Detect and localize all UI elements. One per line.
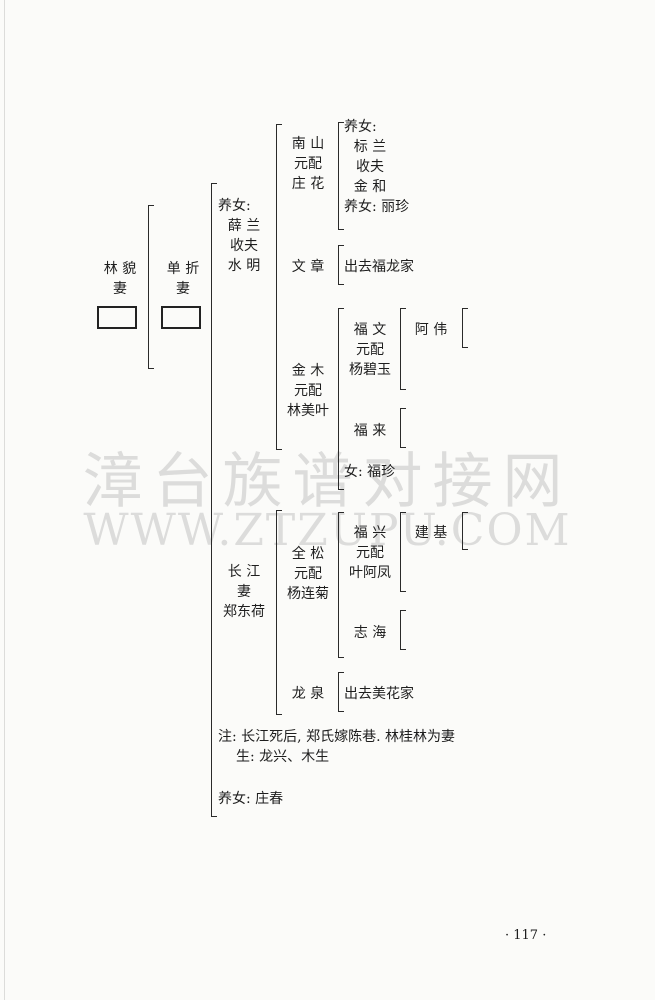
fuwen-line2: 元配 [356, 342, 384, 358]
watermark-url: WWW.ZTZUPU.COM [83, 505, 572, 556]
note-line1: 注: 长江死后, 郑氏嫁陈巷. 林桂林为妻 [218, 729, 455, 745]
page-number: · 117 · [505, 928, 547, 943]
nanshan-children-line2: 标 兰 [353, 139, 387, 155]
bracket-fuxing [400, 512, 406, 592]
bracket-gen3 [211, 183, 217, 817]
nanshan-children-line5: 养女: 丽珍 [344, 199, 410, 215]
longquan-name: 龙 泉 [291, 686, 325, 702]
longquan-note: 出去美花家 [344, 686, 414, 702]
nanshan-line2: 元配 [294, 156, 322, 172]
fuwen-line1: 福 文 [353, 322, 387, 338]
fuwen-line3: 杨碧玉 [349, 362, 391, 378]
wenzhang-name: 文 章 [291, 259, 325, 275]
quansong-line1: 全 松 [291, 546, 325, 562]
scan-edge-shadow [4, 0, 5, 1000]
jianji-name: 建 基 [414, 525, 448, 541]
gen1-name: 林 貌 [103, 261, 137, 277]
bracket-longquan [338, 672, 344, 712]
gen1-name-box [97, 306, 137, 329]
adopted-text: 养女: 庄春 [218, 791, 284, 807]
bracket-fulai [400, 408, 406, 448]
changjiang-line1: 长 江 [227, 564, 261, 580]
changjiang-line3: 郑东荷 [223, 604, 265, 620]
nanshan-line1: 南 山 [291, 136, 325, 152]
branch-a-line3: 收夫 [230, 238, 258, 254]
fulai-name: 福 来 [353, 423, 387, 439]
fuzhen-text: 女: 福珍 [344, 464, 396, 480]
bracket-branch-a [276, 124, 282, 450]
branch-a-line2: 薛 兰 [227, 218, 261, 234]
branch-a-line1: 养女: [218, 198, 251, 214]
bracket-quansong [338, 512, 344, 658]
bracket-fuwen [400, 308, 406, 390]
changjiang-line2: 妻 [237, 584, 251, 600]
jinmu-line1: 金 木 [291, 363, 325, 379]
bracket-nanshan [338, 122, 344, 230]
gen1-spouse: 妻 [113, 281, 127, 297]
gen2-name: 单 折 [166, 261, 200, 277]
nanshan-children-line4: 金 和 [353, 179, 387, 195]
jinmu-line3: 林美叶 [287, 403, 329, 419]
fuxing-line3: 叶阿凤 [349, 565, 391, 581]
bracket-awei [462, 308, 468, 348]
note-line2: 生: 龙兴、木生 [236, 749, 330, 765]
bracket-gen2 [148, 205, 154, 369]
bracket-zhihai [400, 610, 406, 650]
fuxing-line2: 元配 [356, 545, 384, 561]
awei-name: 阿 伟 [414, 322, 448, 338]
bracket-wenzhang [338, 245, 344, 285]
quansong-line3: 杨连菊 [287, 586, 329, 602]
fuxing-line1: 福 兴 [353, 525, 387, 541]
quansong-line2: 元配 [294, 566, 322, 582]
wenzhang-note: 出去福龙家 [344, 259, 414, 275]
branch-a-line4: 水 明 [227, 258, 261, 274]
bracket-changjiang [276, 510, 282, 715]
nanshan-line3: 庄 花 [291, 176, 325, 192]
jinmu-line2: 元配 [294, 383, 322, 399]
bracket-jinmu [338, 308, 344, 490]
zhihai-name: 志 海 [353, 625, 387, 641]
watermark-chinese: 漳台族谱对接网 [82, 447, 573, 517]
gen2-name-box [161, 306, 201, 329]
nanshan-children-line1: 养女: [344, 119, 377, 135]
bracket-jianji [462, 512, 468, 550]
gen2-spouse: 妻 [176, 281, 190, 297]
nanshan-children-line3: 收夫 [356, 159, 384, 175]
